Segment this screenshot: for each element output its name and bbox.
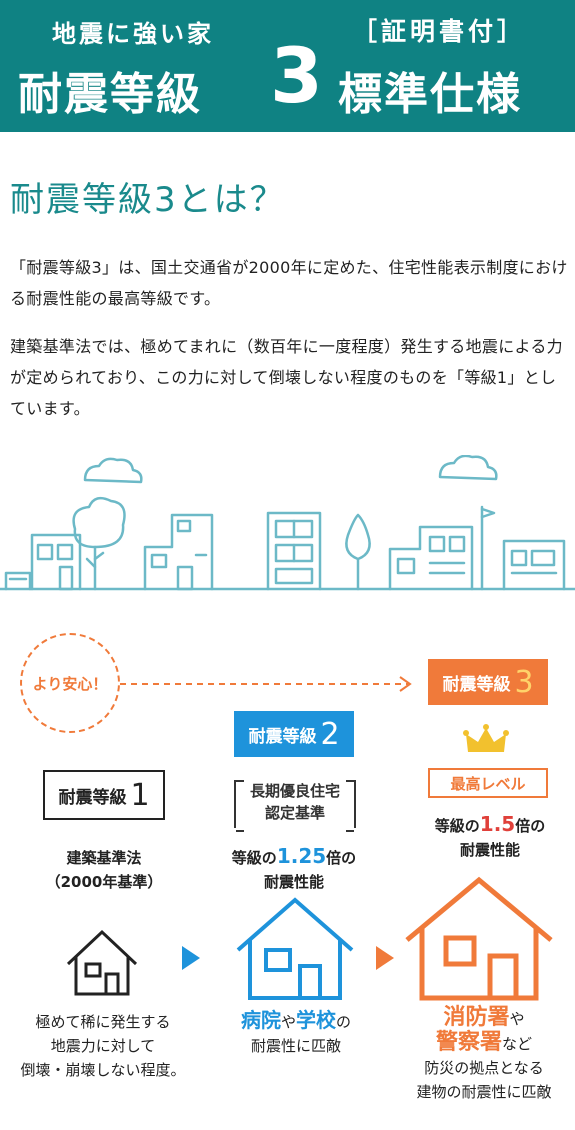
banner-certificate: ［証明書付］	[352, 17, 527, 46]
arrow-right-icon	[182, 946, 200, 970]
dashed-arrow	[120, 676, 412, 692]
intro-paragraph-2: 建築基準法では、極めてまれに（数百年に一度程度）発生する地震による力が定められて…	[10, 337, 563, 418]
level1-number: 1	[130, 777, 150, 813]
level3-number: 3	[514, 664, 534, 700]
level1-label: 耐震等級	[58, 787, 127, 808]
banner-subtitle: 地震に強い家	[52, 20, 214, 48]
section-title: 耐震等級3とは？	[10, 180, 286, 220]
banner-main-title: 耐震等級	[18, 69, 202, 120]
crown-icon	[463, 724, 509, 752]
level3-ratio: 等級の1.5倍の 耐震性能	[434, 812, 546, 859]
intro-paragraph-1: 「耐震等級3」は、国土交通省が2000年に定めた、住宅性能表示制度における耐震性…	[10, 258, 568, 308]
level1-law: 建築基準法 （2000年基準）	[45, 849, 163, 891]
banner-standard: 標準仕様	[338, 69, 522, 120]
level3-label: 耐震等級	[442, 674, 511, 695]
bubble-label: より安心！	[32, 674, 108, 693]
level2-number: 2	[320, 716, 340, 752]
house-icon	[405, 876, 553, 1001]
level2-ratio: 等級の1.25倍の 耐震性能	[231, 844, 357, 891]
level3-description: 消防署や 警察署など 防災の拠点となる 建物の耐震性に匹敵	[416, 1005, 552, 1102]
top-level-tag: 最高レベル	[428, 768, 548, 798]
house-icon	[236, 897, 354, 1000]
banner-number: 3	[270, 31, 323, 120]
town-illustration	[0, 455, 575, 591]
house-icon	[66, 929, 138, 996]
arrow-right-icon	[376, 946, 394, 970]
header-banner: 地震に強い家 ［証明書付］ 耐震等級 3 標準仕様	[0, 0, 575, 132]
level2-label: 耐震等級	[248, 726, 317, 747]
level2-description: 病院や学校の 耐震性に匹敵	[240, 1008, 352, 1055]
level1-description: 極めて稀に発生する 地震力に対して 倒壊・崩壊しない程度。	[20, 1013, 186, 1079]
reassurance-bubble: より安心！	[20, 633, 120, 733]
level2-certification: 長期優良住宅 認定基準	[234, 780, 356, 832]
